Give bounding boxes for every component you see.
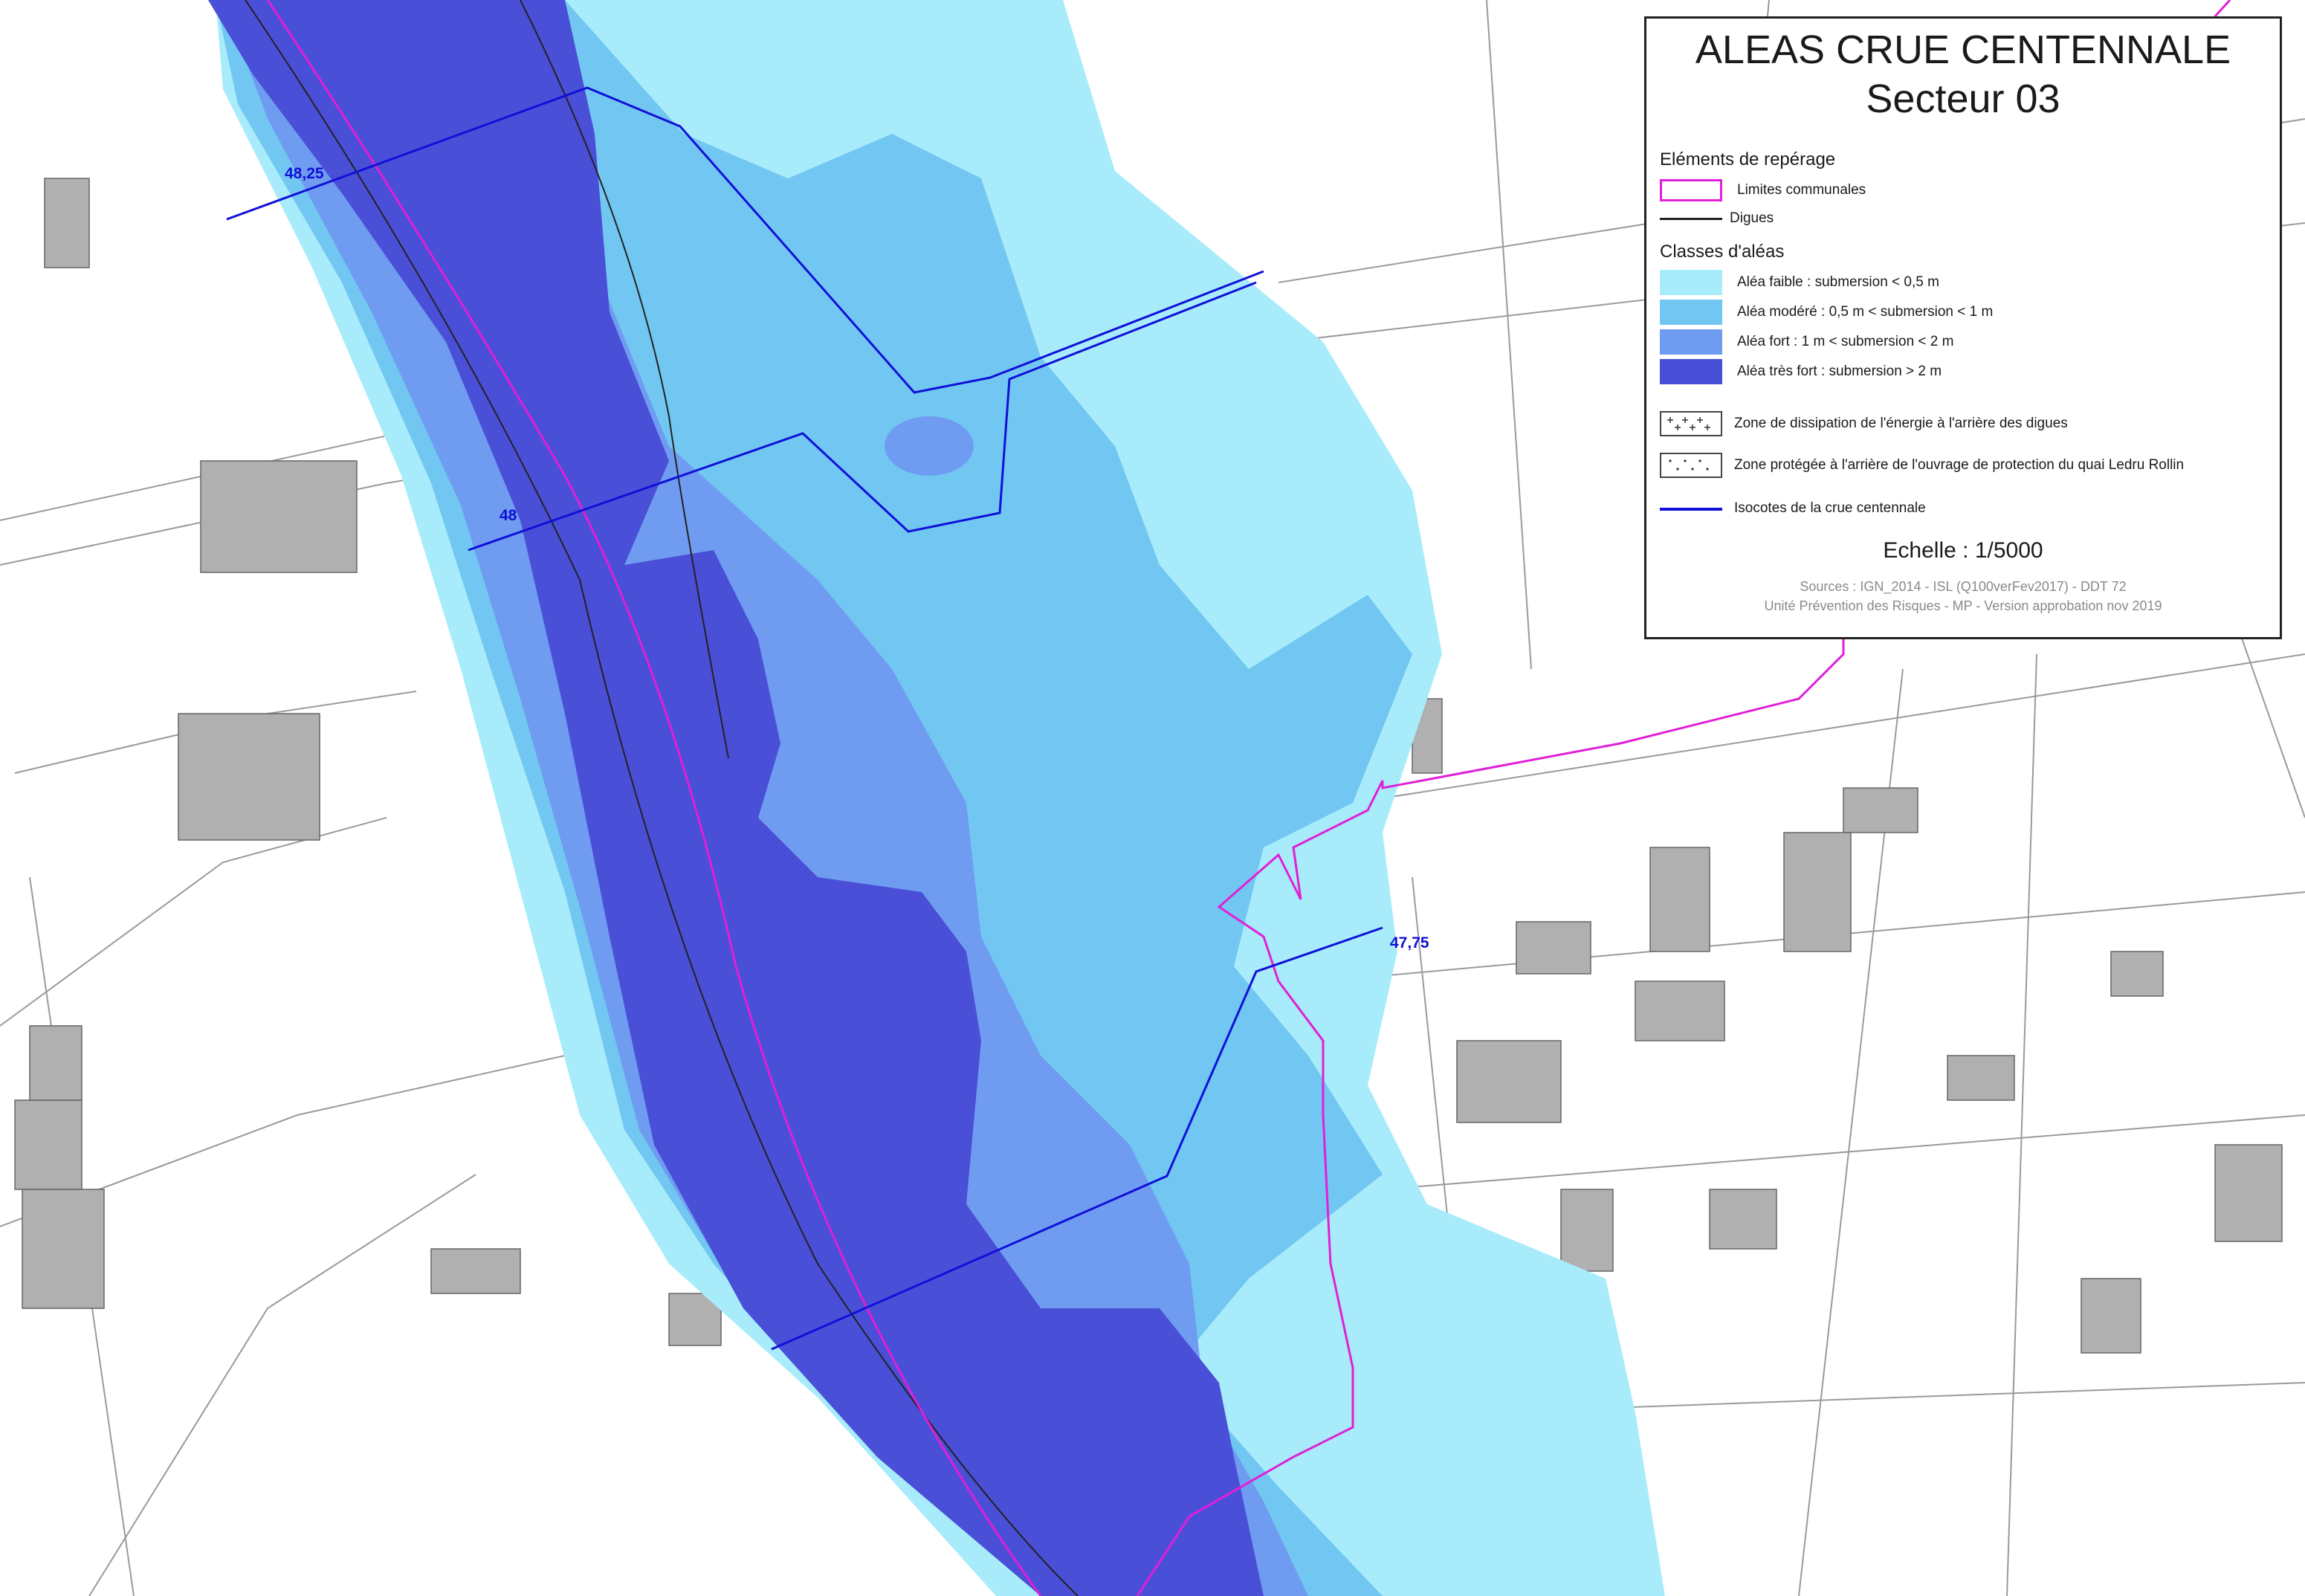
legend-section-reperage: Eléments de repérage xyxy=(1660,149,1836,169)
legend-item-alea-faible: Aléa faible : submersion < 0,5 m xyxy=(1660,270,2269,297)
legend-label-alea-fort: Aléa fort : 1 m < submersion < 2 m xyxy=(1737,334,1954,349)
zone-dissipation-symbol xyxy=(1660,411,1722,436)
legend-label-limites: Limites communales xyxy=(1737,182,1866,198)
isocote-label-48: 48 xyxy=(500,507,517,524)
digues xyxy=(245,0,1079,1596)
limites-communales xyxy=(266,0,2231,1596)
legend-label-zone-protegee: Zone protégée à l'arrière de l'ouvrage d… xyxy=(1734,457,2185,473)
legend-label-zone-dissipation: Zone de dissipation de l'énergie à l'arr… xyxy=(1734,416,2068,431)
legend-item-isocotes: Isocotes de la crue centennale xyxy=(1660,499,2269,526)
legend-item-zone-protegee: Zone protégée à l'arrière de l'ouvrage d… xyxy=(1660,453,2269,479)
digues-symbol xyxy=(1660,218,1722,220)
legend-item-zone-dissipation: Zone de dissipation de l'énergie à l'arr… xyxy=(1660,411,2269,438)
legend-label-digues: Digues xyxy=(1730,210,1774,226)
legend-item-digues: Digues xyxy=(1660,206,2269,233)
legend-title: ALEAS CRUE CENTENNALE xyxy=(1695,28,2231,72)
alea-tres-fort-zone xyxy=(208,0,1264,1596)
limites-communales-symbol xyxy=(1660,179,1722,201)
legend-label-alea-faible: Aléa faible : submersion < 0,5 m xyxy=(1737,274,1939,290)
legend-item-alea-modere: Aléa modéré : 0,5 m < submersion < 1 m xyxy=(1660,300,2269,326)
sources-line-2: Unité Prévention des Risques - MP - Vers… xyxy=(1764,598,2162,613)
isocotes-symbol xyxy=(1660,508,1722,511)
zone-protegee-symbol xyxy=(1660,453,1722,478)
map-legend: ALEAS CRUE CENTENNALE Secteur 03 Elément… xyxy=(1644,16,2282,639)
legend-item-alea-fort: Aléa fort : 1 m < submersion < 2 m xyxy=(1660,329,2269,356)
alea-faible-swatch xyxy=(1660,270,1722,295)
isocotes xyxy=(226,86,1383,1351)
alea-modere-swatch xyxy=(1660,300,1722,325)
isocote-label-47-75: 47,75 xyxy=(1390,934,1429,952)
sources-line-1: Sources : IGN_2014 - ISL (Q100verFev2017… xyxy=(1800,579,2127,594)
alea-fort-swatch xyxy=(1660,329,1722,355)
map-scale: Echelle : 1/5000 xyxy=(1883,538,2043,563)
legend-label-isocotes: Isocotes de la crue centennale xyxy=(1734,500,1926,516)
legend-item-limites-communales: Limites communales xyxy=(1660,178,2269,204)
isocote-label-48-25: 48,25 xyxy=(285,165,324,182)
alea-tres-fort-swatch xyxy=(1660,359,1722,384)
legend-item-alea-tres-fort: Aléa très fort : submersion > 2 m xyxy=(1660,359,2269,386)
legend-label-alea-tres-fort: Aléa très fort : submersion > 2 m xyxy=(1737,364,1942,379)
legend-section-classes: Classes d'aléas xyxy=(1660,242,1785,262)
legend-label-alea-modere: Aléa modéré : 0,5 m < submersion < 1 m xyxy=(1737,304,1994,320)
legend-subtitle: Secteur 03 xyxy=(1866,77,2060,121)
